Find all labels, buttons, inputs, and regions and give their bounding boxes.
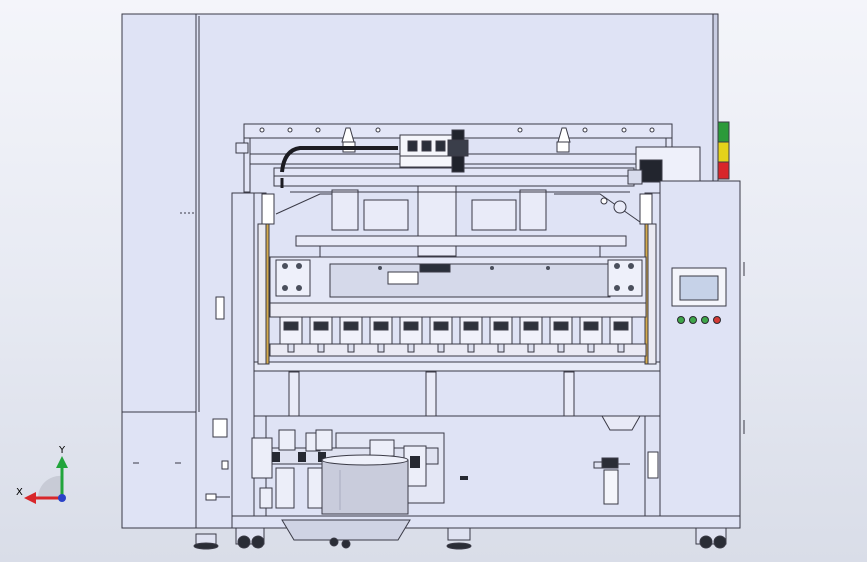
dispensing-head xyxy=(489,316,513,353)
gantry-carriage xyxy=(290,185,630,262)
gantry-bolts xyxy=(259,127,655,133)
support-posts xyxy=(288,371,575,417)
filter-regulator xyxy=(593,457,630,505)
x-axis-label: X xyxy=(16,487,23,498)
dispensing-head xyxy=(549,316,573,353)
cross-beam-fasteners xyxy=(282,263,634,291)
indicator-light-1[interactable] xyxy=(677,316,685,324)
dispensing-head xyxy=(609,316,633,353)
tower-light-yellow xyxy=(717,141,730,163)
head-rail xyxy=(269,302,647,357)
gantry-braces xyxy=(275,193,641,223)
dispensing-head xyxy=(279,316,303,353)
orientation-triad[interactable]: Y X xyxy=(16,445,68,504)
indicator-light-4[interactable] xyxy=(713,316,721,324)
indicator-light-3[interactable] xyxy=(701,316,709,324)
valve-knobs xyxy=(272,452,468,480)
dispensing-head xyxy=(369,316,393,353)
servo-motor xyxy=(627,146,701,185)
dispensing-head xyxy=(309,316,333,353)
y-axis-label: Y xyxy=(58,445,66,456)
hmi-screen[interactable] xyxy=(679,275,719,301)
tower-light-red xyxy=(717,161,730,180)
rear-cabinet-fittings xyxy=(205,296,230,501)
tower-light-green xyxy=(717,121,730,143)
cable-drag-chain xyxy=(280,146,398,188)
y-axis-arrowhead xyxy=(56,456,68,468)
material-tank xyxy=(321,454,409,515)
under-hopper xyxy=(281,415,641,549)
dispensing-head xyxy=(579,316,603,353)
leveling-feet xyxy=(193,527,727,550)
signal-tower xyxy=(717,121,730,180)
hmi-buttons[interactable] xyxy=(677,316,721,324)
z-axis-origin xyxy=(58,494,66,502)
hmi-panel[interactable] xyxy=(671,267,727,307)
dispensing-heads xyxy=(279,316,633,353)
top-control-box xyxy=(399,129,469,173)
indicator-light-2[interactable] xyxy=(689,316,697,324)
dispensing-head xyxy=(459,316,483,353)
right-cabinet-details xyxy=(647,262,745,479)
dispensing-head xyxy=(339,316,363,353)
cross-beam xyxy=(269,256,647,304)
dispensing-head xyxy=(519,316,543,353)
dispensing-head xyxy=(429,316,453,353)
dispensing-head xyxy=(399,316,423,353)
x-axis-arrowhead xyxy=(24,492,36,504)
